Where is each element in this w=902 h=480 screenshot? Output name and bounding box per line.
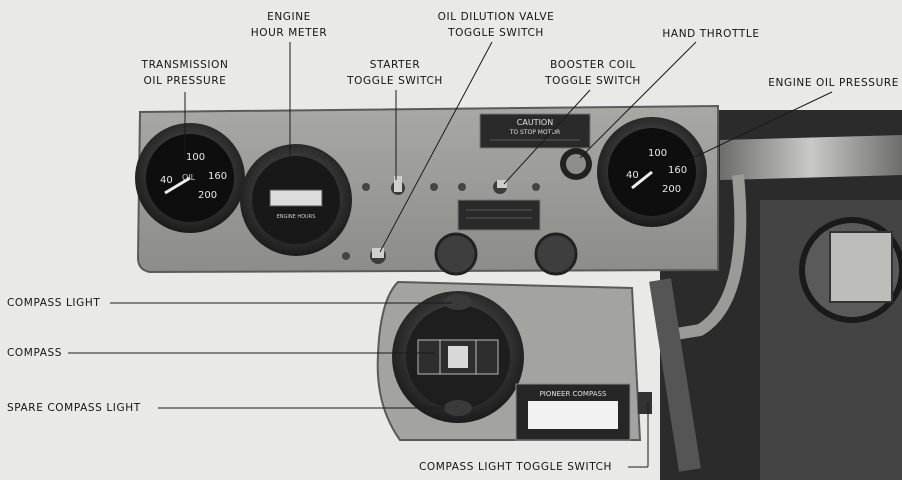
transmission-oil-pressure-gauge: 100 40 160 200 OIL — [135, 123, 245, 233]
label-line: TOGGLE SWITCH — [448, 27, 544, 39]
oil-dilution-toggle-switch — [370, 248, 386, 264]
spare-compass-light-lamp — [444, 400, 472, 416]
starter-toggle-switch — [391, 176, 405, 195]
label-line: TOGGLE SWITCH — [545, 75, 641, 87]
label-spare-compass-light: SPARE COMPASS LIGHT — [7, 402, 141, 414]
engine-oil-pressure-gauge: 100 40 160 200 — [597, 117, 707, 227]
caution-subtitle: TO STOP MOTOR — [509, 129, 560, 136]
label-line: STARTER — [369, 59, 421, 71]
oil-line-hose — [720, 135, 902, 180]
gauge-tick-40: 40 — [160, 175, 173, 186]
label-starter-toggle-switch: STARTER TOGGLE SWITCH — [347, 57, 443, 89]
compass-light-lamp — [444, 294, 472, 310]
label-oil-dilution-valve: OIL DILUTION VALVE TOGGLE SWITCH — [438, 9, 555, 41]
label-line: HOUR METER — [250, 27, 328, 39]
engine-gauge-tick-200: 200 — [662, 184, 681, 195]
panel-bolt-right — [534, 232, 578, 276]
label-compass-light: COMPASS LIGHT — [7, 297, 101, 309]
hand-throttle-knob — [560, 148, 592, 180]
label-compass: COMPASS — [7, 347, 63, 359]
leader-lines — [68, 41, 833, 468]
label-booster-coil: BOOSTER COIL TOGGLE SWITCH — [545, 57, 641, 89]
gauge-tick-100: 100 — [186, 152, 205, 163]
panel-bolt-left — [434, 232, 478, 276]
caution-title: CAUTION — [517, 118, 553, 127]
engine-gauge-tick-100: 100 — [648, 148, 667, 159]
gauge-tick-160: 160 — [208, 171, 227, 182]
gauge-tick-200: 200 — [198, 190, 217, 201]
label-line: OIL DILUTION VALVE — [437, 11, 555, 23]
compass-light-toggle — [638, 392, 652, 414]
compass-plate-title: PIONEER COMPASS — [540, 390, 607, 398]
booster-coil-toggle-switch — [493, 180, 507, 194]
label-hand-throttle: HAND THROTTLE — [662, 28, 760, 40]
engine-hour-meter: ENGINE HOURS — [240, 144, 352, 256]
pioneer-compass-plate: PIONEER COMPASS — [515, 383, 631, 441]
label-engine-oil-pressure: ENGINE OIL PRESSURE — [768, 77, 899, 89]
label-transmission-oil-pressure: TRANSMISSION OIL PRESSURE — [142, 57, 229, 89]
instruction-plate — [457, 199, 541, 231]
compass-instrument — [392, 291, 524, 423]
label-compass-light-toggle-switch: COMPASS LIGHT TOGGLE SWITCH — [419, 461, 613, 473]
caution-plate: CAUTION TO STOP MOTOR — [479, 113, 591, 149]
label-line: TOGGLE SWITCH — [347, 75, 443, 87]
label-line: BOOSTER COIL — [550, 59, 636, 71]
label-line: ENGINE — [267, 11, 311, 23]
label-line: OIL PRESSURE — [143, 75, 227, 87]
engine-gauge-tick-160: 160 — [668, 165, 687, 176]
label-line: TRANSMISSION — [141, 59, 229, 71]
label-engine-hour-meter: ENGINE HOUR METER — [251, 9, 328, 41]
gauge-center-label: OIL — [182, 173, 196, 182]
engine-gauge-tick-40: 40 — [626, 170, 639, 181]
flex-hose — [669, 174, 747, 341]
hour-meter-dial-label: ENGINE HOURS — [277, 214, 316, 220]
